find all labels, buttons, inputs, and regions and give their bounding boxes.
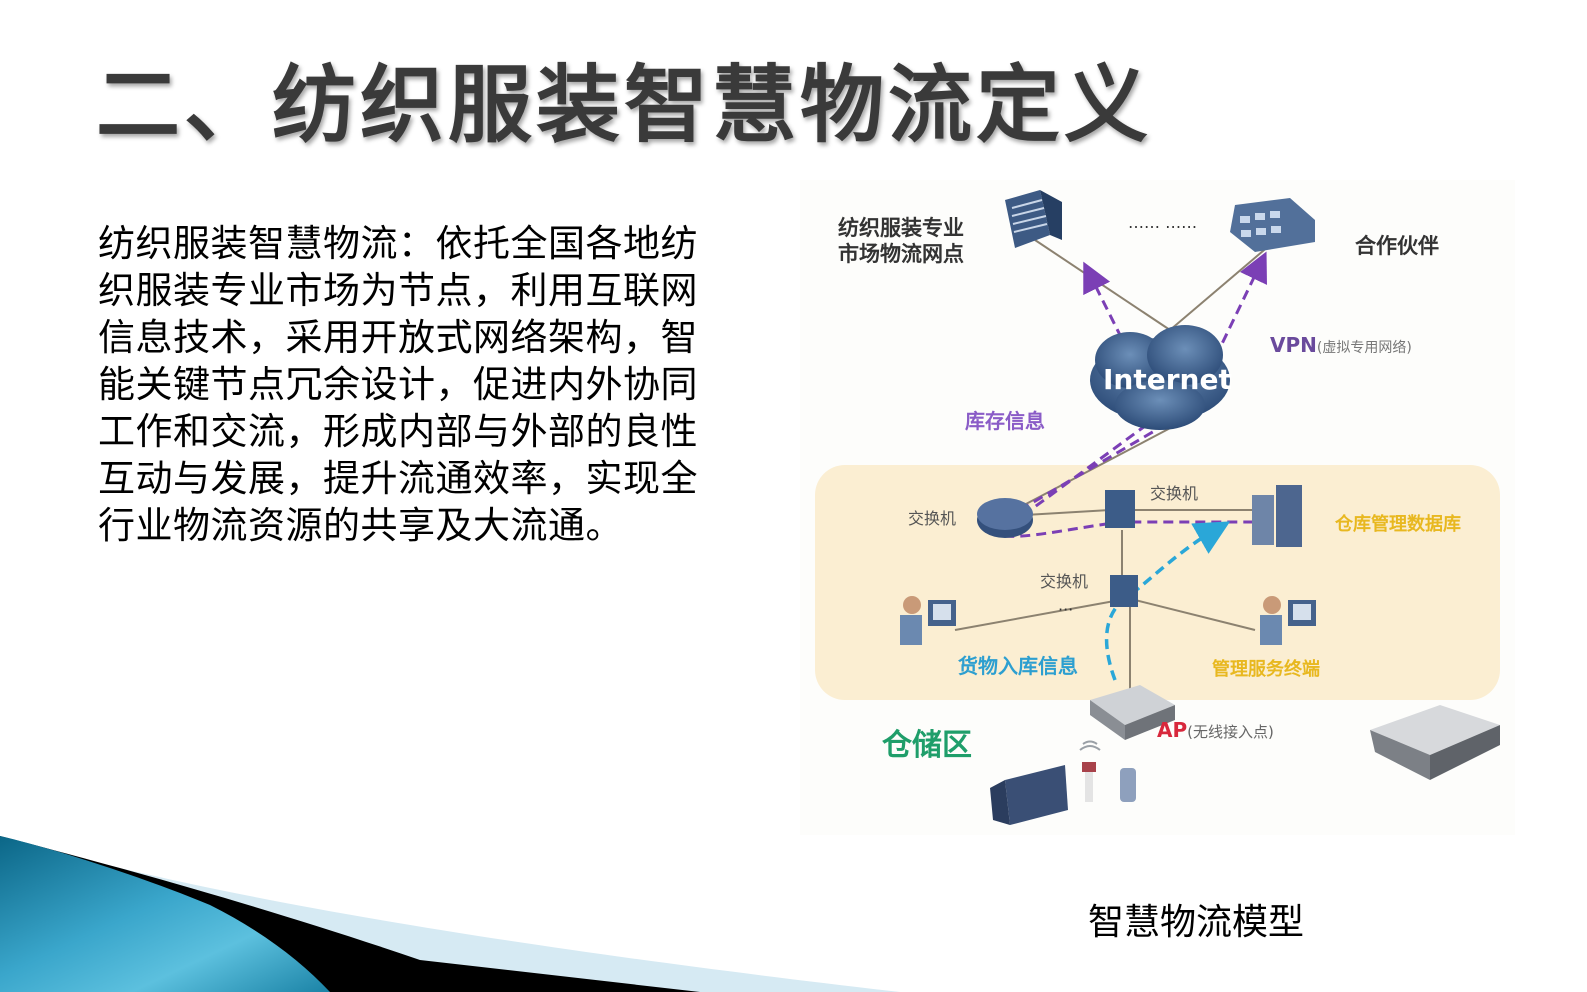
label-storage-area: 仓储区 — [882, 728, 972, 763]
workstation-left-icon — [900, 596, 956, 645]
truck-icon — [990, 765, 1068, 825]
smart-logistics-diagram: 纺织服装专业 市场物流网点 …… …… 合作伙伴 VPN(虚拟专用网络) Int… — [800, 180, 1515, 835]
barcode-scanner-icon — [1079, 740, 1101, 802]
definition-paragraph: 纺织服装智慧物流：依托全国各地纺织服装专业市场为节点，利用互联网信息技术，采用开… — [98, 222, 698, 547]
internet-cloud-icon — [1090, 325, 1230, 430]
database-server-icon — [1252, 485, 1302, 547]
label-internet: Internet — [1103, 363, 1232, 396]
label-router-switch: 交换机 — [908, 509, 957, 528]
label-partner: 合作伙伴 — [1355, 234, 1439, 258]
label-market-node-line1: 纺织服装专业 — [838, 216, 964, 240]
label-vpn: VPN(虚拟专用网络) — [1270, 333, 1412, 357]
handheld-device-icon — [1120, 768, 1136, 802]
label-ellipsis-mid: ··· — [1058, 600, 1074, 619]
core-switch-icon — [1105, 490, 1135, 528]
label-goods-in-info: 货物入库信息 — [958, 654, 1078, 678]
router-icon — [977, 498, 1033, 538]
label-ellipsis-top: …… …… — [1128, 213, 1198, 232]
access-point-icon — [1090, 685, 1175, 740]
label-ap: AP(无线接入点) — [1157, 718, 1274, 742]
label-warehouse-db: 仓库管理数据库 — [1335, 514, 1461, 535]
label-vpn-note: (虚拟专用网络) — [1316, 340, 1412, 356]
label-access-switch: 交换机 — [1040, 572, 1089, 591]
label-market-node-line2: 市场物流网点 — [838, 242, 964, 266]
market-building-icon — [1005, 190, 1062, 248]
label-market-node: 纺织服装专业 市场物流网点 — [838, 215, 964, 267]
diagram-graphics — [815, 190, 1500, 825]
label-mgmt-terminal: 管理服务终端 — [1212, 659, 1320, 680]
slide-title: 二、纺织服装智慧物流定义 — [96, 56, 1153, 154]
diagram-caption: 智慧物流模型 — [1088, 902, 1305, 943]
label-inventory-info: 库存信息 — [965, 409, 1045, 433]
access-switch-icon — [1110, 575, 1138, 607]
label-core-switch: 交换机 — [1150, 484, 1199, 503]
label-ap-note: (无线接入点) — [1187, 723, 1274, 741]
access-point-large-icon — [1370, 705, 1500, 780]
label-vpn-text: VPN — [1270, 333, 1317, 357]
partner-building-icon — [1230, 198, 1315, 252]
label-ap-text: AP — [1157, 718, 1188, 742]
workstation-right-icon — [1260, 596, 1316, 645]
